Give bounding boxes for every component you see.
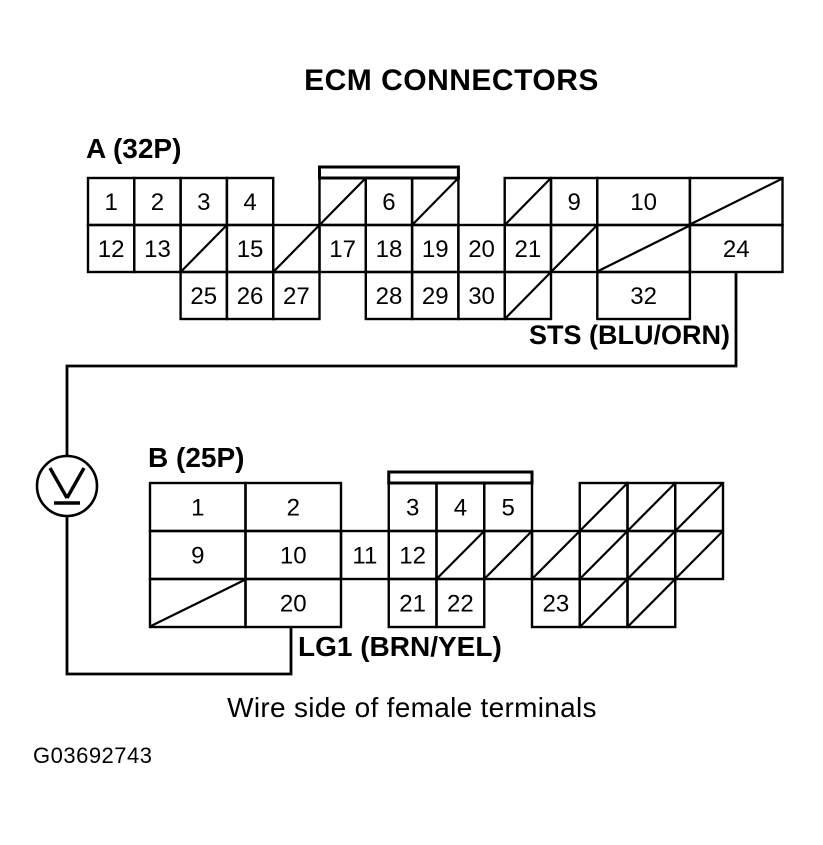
pin-number: 10 bbox=[630, 189, 657, 216]
pin-number: 2 bbox=[287, 495, 300, 522]
pin-number: 15 bbox=[237, 236, 264, 263]
crossed-diagonal bbox=[412, 178, 459, 225]
ground-icon bbox=[65, 467, 86, 499]
ground-icon bbox=[48, 467, 69, 499]
pin-number: 3 bbox=[406, 495, 419, 522]
pin-number: 21 bbox=[399, 591, 426, 618]
pin-number: 26 bbox=[237, 283, 264, 310]
pin-number: 23 bbox=[543, 591, 570, 618]
crossed-diagonal bbox=[504, 178, 551, 225]
crossed-diagonal bbox=[150, 579, 245, 627]
crossed-diagonal bbox=[532, 531, 580, 579]
pin-number: 6 bbox=[382, 189, 395, 216]
connector-b-label: B (25P) bbox=[148, 442, 245, 473]
pin-number: 10 bbox=[280, 543, 307, 570]
pin-number: 19 bbox=[422, 236, 449, 263]
crossed-diagonal bbox=[504, 272, 551, 319]
crossed-diagonal bbox=[597, 225, 690, 272]
pin-number: 25 bbox=[190, 283, 217, 310]
pin-number: 2 bbox=[151, 189, 164, 216]
pin-number: 32 bbox=[630, 283, 657, 310]
pin-number: 5 bbox=[501, 495, 514, 522]
crossed-diagonal bbox=[579, 531, 628, 579]
wire-side-caption: Wire side of female terminals bbox=[227, 692, 597, 723]
pin-number: 20 bbox=[280, 591, 307, 618]
sts-wire-label: STS (BLU/ORN) bbox=[529, 320, 730, 350]
crossed-diagonal bbox=[579, 579, 628, 627]
pin-number: 12 bbox=[98, 236, 125, 263]
pin-number: 28 bbox=[376, 283, 403, 310]
crossed-diagonal bbox=[436, 531, 485, 579]
pin-number: 29 bbox=[422, 283, 449, 310]
crossed-diagonal bbox=[180, 225, 227, 272]
crossed-diagonal bbox=[627, 483, 676, 531]
crossed-diagonal bbox=[675, 531, 723, 579]
crossed-diagonal bbox=[273, 225, 320, 272]
pin-cell bbox=[503, 270, 553, 321]
crossed-diagonal bbox=[627, 531, 676, 579]
pin-number: 21 bbox=[514, 236, 541, 263]
connector-a-label: A (32P) bbox=[86, 133, 182, 164]
pin-number: 24 bbox=[723, 236, 750, 263]
connector-tab bbox=[387, 470, 534, 485]
pin-cell bbox=[272, 270, 321, 321]
pin-number: 3 bbox=[197, 189, 210, 216]
crossed-diagonal bbox=[551, 225, 598, 272]
diagram-title: ECM CONNECTORS bbox=[304, 64, 599, 97]
pin-number: 18 bbox=[376, 236, 403, 263]
sts-wire bbox=[65, 272, 738, 456]
pin-cell bbox=[435, 577, 486, 629]
ground-icon bbox=[35, 454, 99, 518]
crossed-diagonal bbox=[484, 531, 532, 579]
lg1-wire-label: LG1 (BRN/YEL) bbox=[298, 631, 502, 662]
pin-number: 4 bbox=[243, 189, 256, 216]
pin-number: 1 bbox=[191, 495, 204, 522]
crossed-diagonal bbox=[319, 178, 366, 225]
pin-number: 30 bbox=[468, 283, 495, 310]
pin-number: 13 bbox=[144, 236, 171, 263]
pin-cell bbox=[674, 529, 725, 581]
pin-number: 11 bbox=[352, 543, 377, 570]
pin-number: 9 bbox=[567, 189, 580, 216]
pin-number: 1 bbox=[104, 189, 117, 216]
lg1-ground-wire bbox=[65, 516, 293, 676]
figure-id: G03692743 bbox=[33, 743, 153, 768]
crossed-diagonal bbox=[690, 178, 782, 225]
crossed-diagonal bbox=[627, 579, 676, 627]
pin-cell bbox=[596, 270, 692, 321]
crossed-diagonal bbox=[675, 483, 723, 531]
pin-number: 17 bbox=[329, 236, 356, 263]
pin-cell bbox=[626, 577, 677, 629]
crossed-diagonal bbox=[579, 483, 628, 531]
pin-number: 12 bbox=[399, 543, 426, 570]
pin-number: 27 bbox=[283, 283, 310, 310]
pin-cell bbox=[244, 577, 343, 629]
connector-tab bbox=[318, 165, 460, 180]
pin-number: 20 bbox=[468, 236, 495, 263]
pin-number: 4 bbox=[454, 495, 467, 522]
pin-number: 9 bbox=[191, 543, 204, 570]
pin-number: 22 bbox=[447, 591, 474, 618]
